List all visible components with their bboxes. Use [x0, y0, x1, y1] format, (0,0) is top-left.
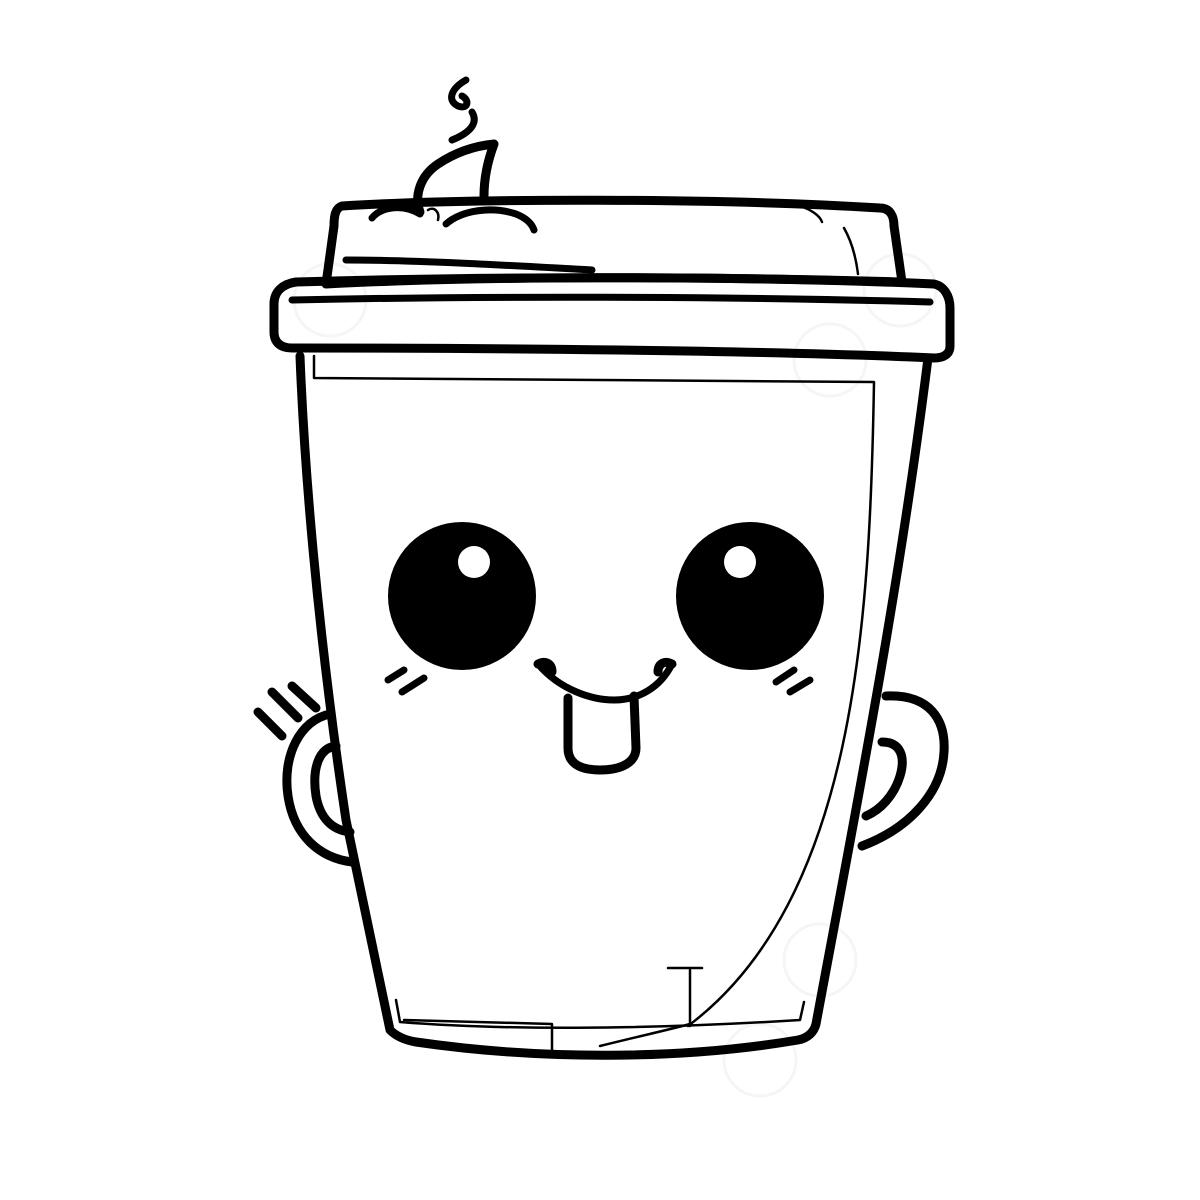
smile-mouth — [533, 657, 677, 775]
left-arm — [253, 681, 357, 867]
steam-swirl — [448, 76, 478, 144]
right-eye-icon — [676, 522, 824, 670]
lid-rim — [269, 273, 955, 363]
cream-topping — [368, 139, 538, 234]
cup-body — [295, 351, 933, 1060]
left-blush — [384, 666, 428, 696]
face — [384, 522, 824, 775]
right-handle — [857, 691, 949, 851]
right-blush — [772, 666, 814, 696]
left-eye-icon — [388, 522, 536, 670]
